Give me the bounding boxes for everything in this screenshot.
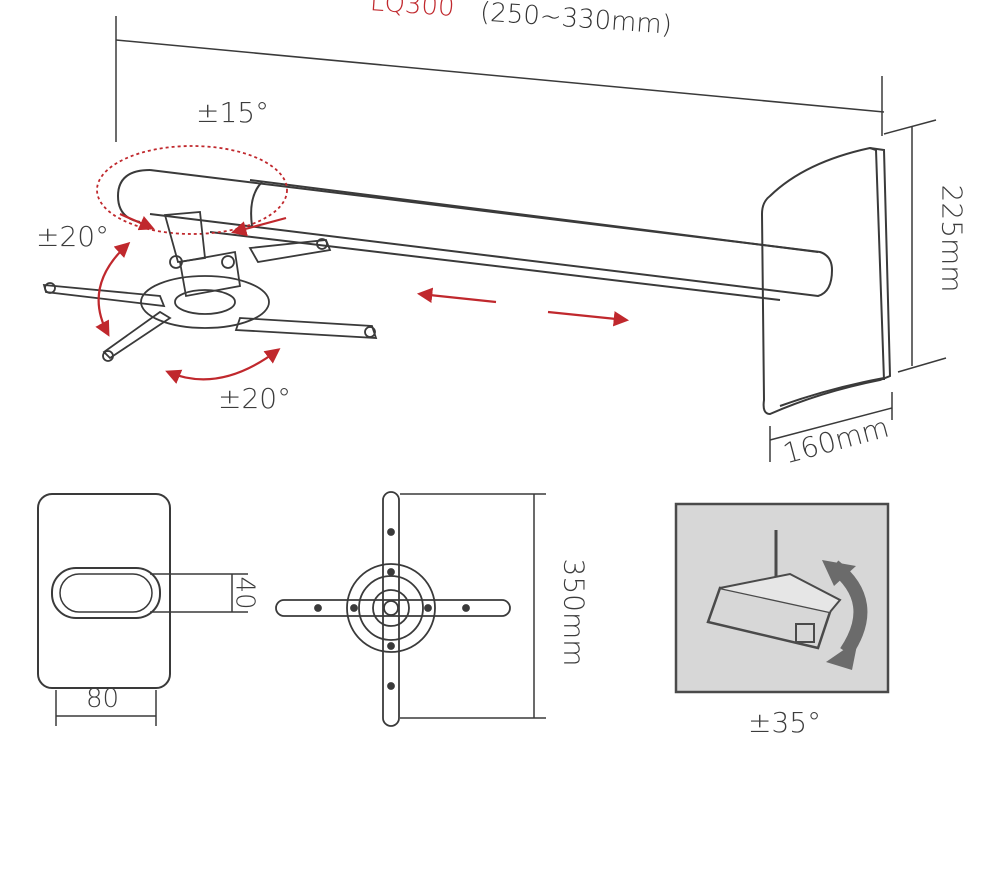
tilt-arrow-right (231, 216, 287, 237)
rotate-arrow (165, 348, 281, 384)
rotate-angle-label: ±20° (218, 382, 292, 415)
bracket-span-label: 350mm (557, 558, 591, 667)
tilt-angle-label: ±15° (196, 96, 270, 129)
motion-arrows (95, 212, 630, 384)
tilt-arrow-left (119, 212, 155, 231)
wall-plate (760, 146, 892, 416)
plate-slot-height-label: 40 (229, 576, 260, 610)
extension-arm (116, 169, 834, 301)
roll-angle-label: ±35° (748, 706, 822, 739)
wall-plate-height-dimension (883, 119, 947, 373)
extension-dimension-line (115, 16, 885, 142)
projector-bracket (42, 211, 378, 362)
plate-slot-dimension (150, 573, 248, 613)
bracket-top-view (275, 491, 511, 727)
retract-arrow (416, 287, 497, 304)
wall-plate-height-label: 225mm (935, 184, 969, 293)
swivel-arrow (95, 241, 131, 337)
wall-plate-depth-dimension (769, 392, 893, 462)
swivel-angle-label: ±20° (36, 220, 110, 253)
plate-width-label: 80 (86, 684, 120, 714)
bracket-span-dimension (400, 493, 546, 719)
plate-front-view (37, 493, 171, 689)
plate-width-dimension (55, 690, 157, 726)
tilt-joint-highlight (96, 145, 288, 235)
roll-panel (674, 502, 890, 694)
extend-arrow (547, 310, 630, 327)
